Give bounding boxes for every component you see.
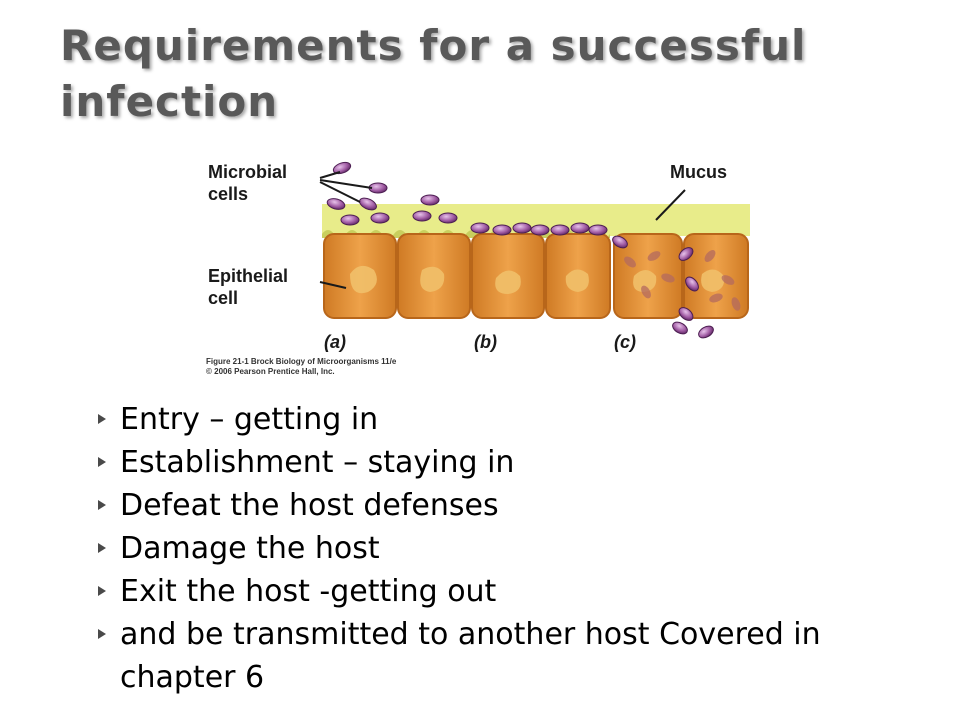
panel-label-a: (a) <box>324 332 346 352</box>
slide-title: Requirements for a successful infection <box>60 21 807 126</box>
label-epithelial-cell-2: cell <box>208 288 238 308</box>
label-mucus: Mucus <box>670 162 727 182</box>
figure-credit-line-2: © 2006 Pearson Prentice Hall, Inc. <box>206 367 335 376</box>
figure-credit-line-1: Figure 21-1 Brock Biology of Microorgani… <box>206 357 397 366</box>
invading-microbes <box>624 250 741 311</box>
bullet-arrow-icon <box>98 586 106 596</box>
bullet-arrow-icon <box>98 500 106 510</box>
bullet-item: Entry – getting in <box>96 398 926 441</box>
epithelial-cells <box>323 233 749 319</box>
bullet-arrow-icon <box>98 629 106 639</box>
figure-infection-diagram: Microbial cells Mucus Epithelial cell (a… <box>200 152 760 384</box>
label-microbial-cells-2: cells <box>208 184 248 204</box>
bullet-arrow-icon <box>98 543 106 553</box>
bullet-text: Establishment – staying in <box>120 445 515 480</box>
microbial-cells <box>326 161 714 339</box>
bullet-item: and be transmitted to another host Cover… <box>96 613 926 699</box>
bullet-text: Defeat the host defenses <box>120 488 499 523</box>
bullet-text: Exit the host -getting out <box>120 574 497 609</box>
bullet-text: Entry – getting in <box>120 402 379 437</box>
bullet-arrow-icon <box>98 457 106 467</box>
label-epithelial-cell-1: Epithelial <box>208 266 288 286</box>
bullet-item: Damage the host <box>96 527 926 570</box>
diagram-svg: Microbial cells Mucus Epithelial cell (a… <box>206 161 750 376</box>
bullet-arrow-icon <box>98 414 106 424</box>
bullet-item: Exit the host -getting out <box>96 570 926 613</box>
label-microbial-cells-1: Microbial <box>208 162 287 182</box>
panel-label-c: (c) <box>614 332 636 352</box>
bullet-list: Entry – getting in Establishment – stayi… <box>96 398 926 699</box>
bullet-text: Damage the host <box>120 531 380 566</box>
bullet-item: Defeat the host defenses <box>96 484 926 527</box>
bullet-text: and be transmitted to another host Cover… <box>120 617 821 695</box>
leader-lines <box>319 171 686 289</box>
cell-nuclei <box>350 265 725 294</box>
panel-label-b: (b) <box>474 332 497 352</box>
bullet-item: Establishment – staying in <box>96 441 926 484</box>
